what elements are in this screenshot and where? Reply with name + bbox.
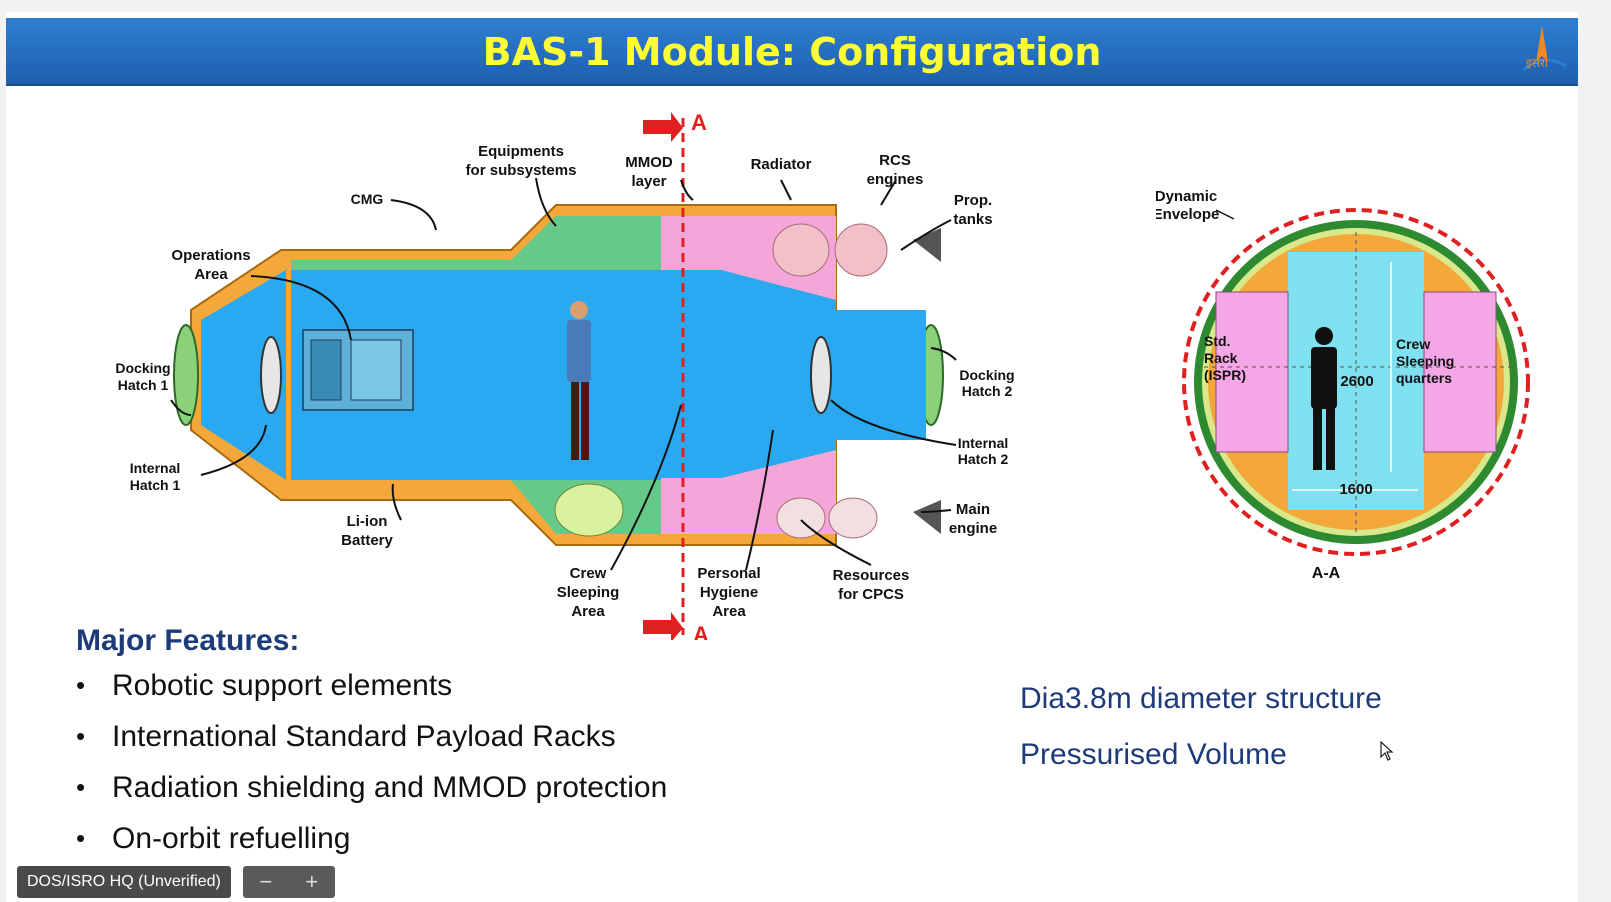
module-hull bbox=[173, 204, 944, 546]
feature-item: Robotic support elements bbox=[76, 660, 667, 711]
feature-item: Radiation shielding and MMOD protection bbox=[76, 762, 667, 813]
participant-name-tag: DOS/ISRO HQ (Unverified) bbox=[17, 866, 231, 898]
height-dimension: 2600 bbox=[1340, 373, 1373, 390]
zoom-out-button[interactable]: − bbox=[259, 869, 273, 894]
svg-text:Prop.tanks: Prop.tanks bbox=[953, 192, 992, 228]
spec-volume: Pressurised Volume bbox=[1020, 738, 1287, 771]
person-silhouette-icon bbox=[1311, 327, 1337, 470]
leader-lines bbox=[170, 177, 957, 571]
zoom-in-button[interactable]: + bbox=[305, 869, 319, 894]
feature-item: International Standard Payload Racks bbox=[76, 711, 667, 762]
meeting-bar: DOS/ISRO HQ (Unverified) − + bbox=[17, 866, 335, 898]
slide-title: BAS-1 Module: Configuration bbox=[482, 30, 1102, 74]
cross-section-shell bbox=[1182, 208, 1530, 556]
isro-logo-icon bbox=[1522, 26, 1567, 72]
feature-item: On-orbit refuelling bbox=[76, 813, 667, 864]
zoom-controls: − + bbox=[242, 866, 335, 898]
section-label: A-A bbox=[1312, 565, 1341, 582]
slide: BAS-1 Module: Configuration इसरो bbox=[6, 12, 1578, 902]
mouse-cursor-icon bbox=[1380, 741, 1394, 761]
section-marker-top: A bbox=[691, 110, 707, 135]
svg-text:Radiator: Radiator bbox=[751, 156, 812, 173]
features-title: Major Features: bbox=[76, 624, 300, 657]
person-figure bbox=[567, 301, 591, 460]
svg-text:CMG: CMG bbox=[351, 191, 384, 207]
width-dimension: 1600 bbox=[1339, 481, 1372, 498]
svg-text:Std.Rack(ISPR): Std.Rack(ISPR) bbox=[1204, 333, 1246, 383]
logo-text: इसरो bbox=[1525, 56, 1548, 70]
features-list: Robotic support elements International S… bbox=[76, 660, 667, 864]
section-marker-bottom: A bbox=[693, 622, 709, 640]
spec-diameter: Dia3.8m diameter structure bbox=[1020, 682, 1382, 715]
section-line: A A bbox=[643, 110, 709, 640]
title-bar: BAS-1 Module: Configuration इसरो bbox=[6, 18, 1578, 86]
